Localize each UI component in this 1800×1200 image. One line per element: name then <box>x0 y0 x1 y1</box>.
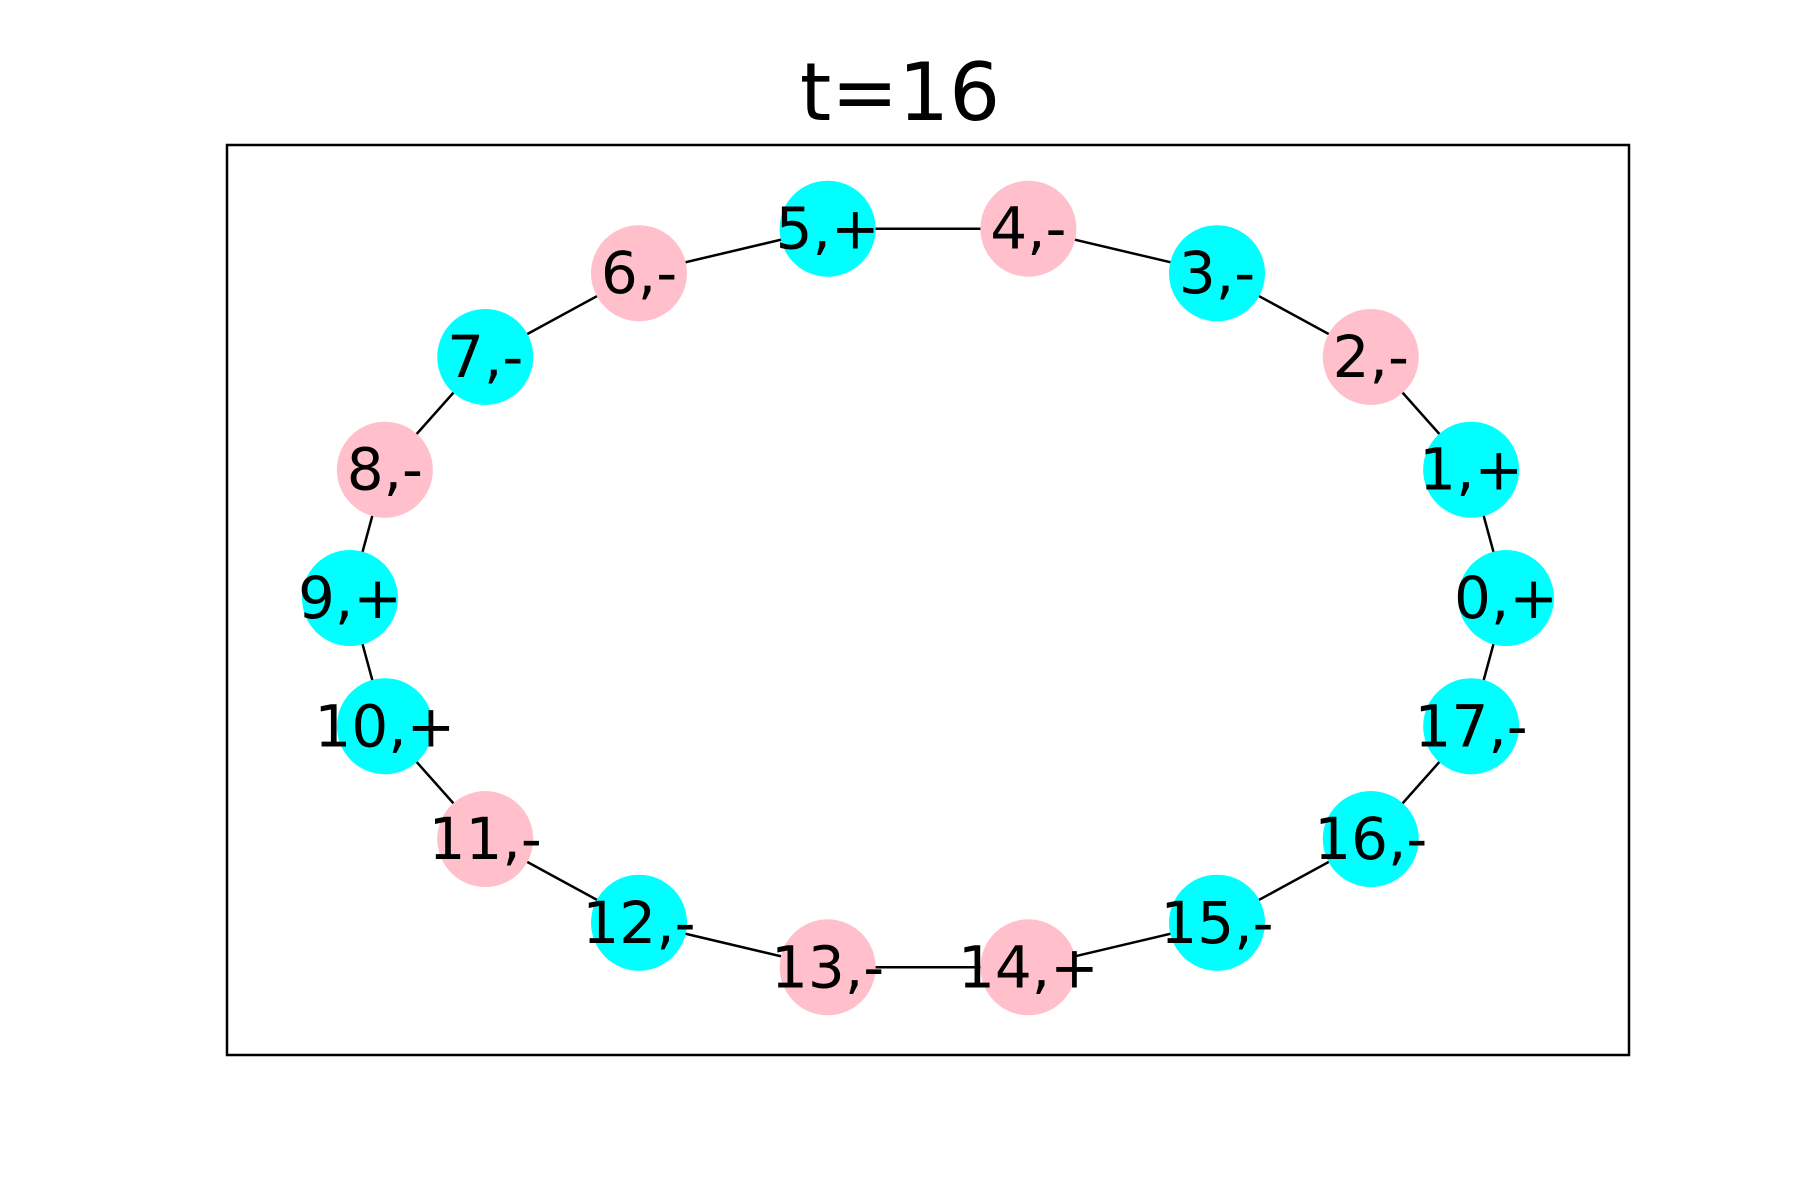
node-9: 9,+ <box>298 550 402 646</box>
node-circle-0 <box>1458 550 1554 646</box>
node-label-13: 13,- <box>771 933 884 1001</box>
node-label-2: 2,- <box>1333 323 1409 391</box>
node-11: 11,- <box>429 791 542 888</box>
node-label-7: 7,- <box>447 323 523 391</box>
node-15: 15,- <box>1160 874 1274 971</box>
node-label-16: 16,- <box>1314 805 1427 873</box>
node-label-8: 8,- <box>347 436 423 504</box>
node-5: 5,+ <box>776 180 880 277</box>
node-17: 17,- <box>1415 678 1528 775</box>
node-circle-4 <box>980 180 1077 277</box>
node-circle-15 <box>1169 874 1265 971</box>
node-circle-17 <box>1423 678 1520 775</box>
node-1: 1,+ <box>1419 421 1523 518</box>
node-label-4: 4,- <box>990 195 1066 263</box>
node-circle-3 <box>1169 225 1265 322</box>
node-8: 8,- <box>336 421 433 518</box>
node-label-9: 9,+ <box>298 564 402 632</box>
node-label-14: 14,+ <box>958 933 1099 1001</box>
node-14: 14,+ <box>958 919 1099 1016</box>
node-circle-10 <box>336 678 433 775</box>
node-label-5: 5,+ <box>776 195 880 263</box>
node-10: 10,+ <box>314 678 455 775</box>
node-label-6: 6,- <box>601 239 677 307</box>
node-label-3: 3,- <box>1179 239 1255 307</box>
node-label-11: 11,- <box>429 805 542 873</box>
node-2: 2,- <box>1322 308 1419 405</box>
node-label-1: 1,+ <box>1419 436 1523 504</box>
node-4: 4,- <box>980 180 1077 277</box>
figure-title: t=16 <box>800 46 1000 139</box>
node-circle-14 <box>980 919 1077 1016</box>
nodes-layer: 0,+ 1,+2,- 3,- 4,- 5,+ 6,- 7,- 8,- 9,+ 10,+ 11,- 12… <box>298 180 1558 1016</box>
node-label-0: 0,+ <box>1454 564 1558 632</box>
node-label-15: 15,- <box>1160 889 1273 957</box>
node-label-12: 12,- <box>582 889 695 957</box>
node-circle-8 <box>336 421 433 518</box>
node-0: 0,+ <box>1454 550 1558 646</box>
node-circle-9 <box>302 550 398 646</box>
node-13: 13,- <box>771 919 884 1016</box>
node-circle-13 <box>779 919 876 1016</box>
plot-frame <box>225 143 1631 1057</box>
node-16: 16,- <box>1314 791 1427 888</box>
node-circle-5 <box>779 180 876 277</box>
node-circle-7 <box>437 308 534 405</box>
node-7: 7,- <box>437 308 534 405</box>
node-6: 6,- <box>591 225 687 322</box>
node-circle-2 <box>1322 308 1419 405</box>
node-circle-11 <box>437 791 534 888</box>
node-circle-12 <box>591 874 687 971</box>
node-label-17: 17,- <box>1415 692 1528 760</box>
node-3: 3,- <box>1169 225 1265 322</box>
node-circle-16 <box>1322 791 1419 888</box>
node-12: 12,- <box>582 874 696 971</box>
node-circle-1 <box>1423 421 1520 518</box>
node-circle-6 <box>591 225 687 322</box>
node-label-10: 10,+ <box>314 692 455 760</box>
